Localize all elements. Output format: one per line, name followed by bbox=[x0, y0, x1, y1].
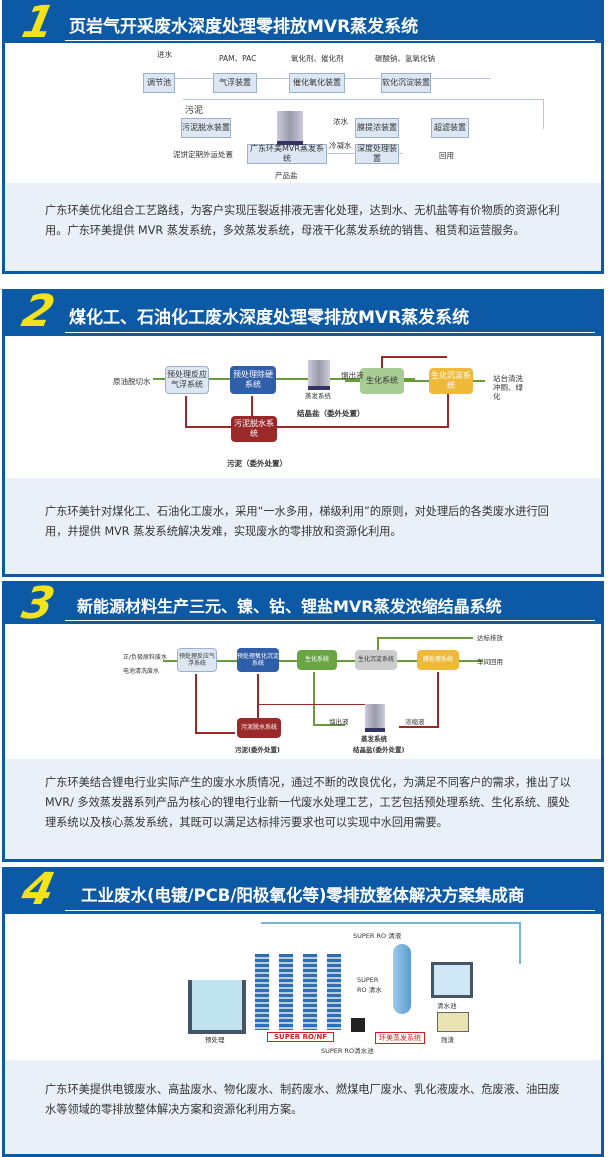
evaporator-vessel bbox=[393, 944, 411, 1014]
label-inflow-1: 正/负极原料废水 bbox=[123, 654, 168, 661]
label-pam: PAM、PAC bbox=[219, 54, 257, 63]
process-diagram: 正/负极原料废水 电池清洗废水 预处理反应气浮系统 预处理氧化沉淀系统 生化系统… bbox=[5, 624, 601, 758]
box-pretreat-flotation: 预处理反应气浮系统 bbox=[177, 648, 217, 672]
box-bio-sediment: 生化沉淀系统 bbox=[355, 650, 397, 670]
ro-module bbox=[255, 954, 269, 1030]
label-ro-clean: SUPER RO 清液 bbox=[353, 932, 402, 940]
section-title: 新能源材料生产三元、镍、钴、锂盐MVR蒸发浓缩结晶系统 bbox=[77, 597, 502, 616]
label-sludge: 污泥 bbox=[185, 106, 204, 116]
label-condensate: 冷凝水 bbox=[329, 141, 352, 150]
clear-water-tank bbox=[431, 962, 473, 998]
label-ro-pool: SUPER RO清水池 bbox=[321, 1047, 374, 1055]
evaporator-image bbox=[277, 111, 303, 145]
section-title: 工业废水(电镀/PCB/阳极氧化等)零排放整体解决方案集成商 bbox=[81, 886, 525, 905]
section-header: 4 工业废水(电镀/PCB/阳极氧化等)零排放整体解决方案集成商 bbox=[5, 864, 601, 915]
section-description: 广东环美优化组合工艺路线，为客户实现压裂返排液无害化处理，达到水、无机盐等有价物… bbox=[5, 183, 601, 271]
box-pretreat-flotation: 预处理反应气浮系统 bbox=[165, 366, 209, 394]
title-underline bbox=[65, 40, 595, 41]
label-outflow: 站台清洗冲厕、绿化 bbox=[493, 374, 523, 401]
section-header: 3 新能源材料生产三元、镍、钴、锂盐MVR蒸发浓缩结晶系统 bbox=[5, 578, 601, 629]
label-inflow: 原油脱切水 bbox=[113, 377, 151, 386]
box-sludge-dewater: 污泥脱水系统 bbox=[237, 718, 281, 738]
label-concentrate: 浓缩液 bbox=[405, 718, 425, 726]
box-membrane: 膜处理系统 bbox=[417, 650, 459, 670]
label-evap: 蒸发系统 bbox=[361, 735, 387, 743]
evaporator-image bbox=[365, 704, 385, 732]
label-residue: 残渣 bbox=[441, 1036, 454, 1044]
label-ro-water: SUPER RO 清水 bbox=[357, 976, 382, 994]
label-pretreatment: 预处理 bbox=[205, 1036, 225, 1044]
section-title: 煤化工、石油化工废水深度处理零排放MVR蒸发系统 bbox=[69, 308, 470, 328]
label-salt: 结晶盐(委外处置) bbox=[353, 746, 405, 754]
section-number: 2 bbox=[17, 286, 60, 337]
label-clear-pool: 清水池 bbox=[437, 1002, 457, 1010]
label-discharge: 达标排放 bbox=[477, 634, 503, 642]
box-biochem: 生化系统 bbox=[360, 368, 404, 394]
box-regulating-tank: 调节池 bbox=[143, 73, 175, 93]
section-4: 4 工业废水(电镀/PCB/阳极氧化等)零排放整体解决方案集成商 SUPER R… bbox=[2, 864, 604, 1157]
box-flotation: 气浮装置 bbox=[213, 73, 257, 93]
box-softening: 软化沉淀装置 bbox=[381, 73, 431, 93]
ro-module bbox=[279, 954, 293, 1030]
ro-module bbox=[327, 954, 341, 1030]
section-3: 3 新能源材料生产三元、镍、钴、锂盐MVR蒸发浓缩结晶系统 正/负极原料废水 电… bbox=[2, 578, 604, 862]
title-underline bbox=[65, 910, 595, 911]
label-sludge: 污泥（委外处置） bbox=[227, 459, 287, 468]
label-salt: 结晶盐（委外处置） bbox=[297, 409, 365, 418]
label-reuse: 回用 bbox=[439, 151, 454, 160]
label-sludge: 污泥(委外处置) bbox=[235, 746, 280, 754]
label-cake: 泥饼定期外运处置 bbox=[173, 150, 233, 159]
box-membrane: 膜提浓装置 bbox=[355, 118, 399, 138]
process-diagram: 原油脱切水 预处理反应气浮系统 预处理除硬系统 生化系统 生化沉淀系统 污泥脱水… bbox=[5, 336, 601, 478]
section-title: 页岩气开采废水深度处理零排放MVR蒸发系统 bbox=[69, 17, 419, 37]
truck-icon bbox=[437, 1012, 469, 1032]
pretreatment-tank bbox=[188, 980, 246, 1034]
section-number: 3 bbox=[17, 578, 60, 629]
label-salt: 产品盐 bbox=[275, 171, 298, 180]
section-description: 广东环美针对煤化工、石油化工废水，采用“一水多用，梯级利用”的原则，对处理后的各… bbox=[5, 478, 601, 574]
label-evap: 蒸发系统 bbox=[305, 392, 331, 400]
box-deep-treatment: 深度处理装置 bbox=[355, 144, 399, 164]
box-biochem: 生化系统 bbox=[297, 650, 337, 670]
title-underline bbox=[65, 620, 595, 621]
process-diagram: 进水 PAM、PAC 氧化剂、催化剂 碳酸钠、氢氧化钠 调节池 气浮装置 催化氧… bbox=[5, 43, 601, 183]
section-number: 4 bbox=[17, 864, 60, 915]
box-bio-sediment: 生化沉淀系统 bbox=[429, 368, 473, 394]
label-inflow: 进水 bbox=[157, 50, 172, 59]
section-header: 1 页岩气开采废水深度处理零排放MVR蒸发系统 bbox=[5, 0, 601, 48]
box-mvr: 广东环美MVR蒸发系统 bbox=[247, 144, 327, 164]
box-ultrafiltration: 超滤装置 bbox=[431, 118, 469, 138]
process-diagram: SUPER RO 清液 SUPER RO 清水 SUPER RO/NF 环美蒸发… bbox=[5, 914, 601, 1058]
section-2: 2 煤化工、石油化工废水深度处理零排放MVR蒸发系统 原油脱切水 预处理反应气浮… bbox=[2, 286, 604, 577]
label-inflow-2: 电池清洗废水 bbox=[123, 668, 160, 675]
label-soda: 碳酸钠、氢氧化钠 bbox=[375, 54, 435, 63]
ro-pipes bbox=[261, 922, 521, 964]
section-description: 广东环美结合锂电行业实际产生的废水水质情况，通过不断的改良优化，为满足不同客户的… bbox=[5, 759, 601, 859]
section-number: 1 bbox=[17, 0, 60, 48]
label-concentrate: 浓水 bbox=[333, 117, 348, 126]
box-catalytic-oxidation: 催化氧化装置 bbox=[289, 73, 345, 93]
section-description: 广东环美提供电镀废水、高盐废水、物化废水、制药废水、燃煤电厂废水、乳化液废水、危… bbox=[5, 1060, 601, 1154]
section-header: 2 煤化工、石油化工废水深度处理零排放MVR蒸发系统 bbox=[5, 286, 601, 337]
box-sludge-dewater: 污泥脱水系统 bbox=[231, 416, 277, 442]
evaporator-image bbox=[308, 360, 330, 390]
label-ro-nf: SUPER RO/NF bbox=[267, 1032, 335, 1042]
label-oxidant: 氧化剂、催化剂 bbox=[291, 54, 344, 63]
box-pretreat-hardness: 预处理除硬系统 bbox=[230, 366, 276, 394]
label-reuse: 车间回用 bbox=[477, 658, 503, 666]
section-1: 1 页岩气开采废水深度处理零排放MVR蒸发系统 进水 PAM、PAC 氧化剂、催… bbox=[2, 0, 604, 274]
label-distillate: 馏出液 bbox=[329, 718, 349, 726]
label-distillate: 馏出液 bbox=[341, 371, 364, 380]
title-underline bbox=[65, 332, 595, 333]
ro-module bbox=[303, 954, 317, 1030]
pool-box bbox=[351, 1018, 365, 1032]
box-pretreat-oxidation: 预处理氧化沉淀系统 bbox=[237, 648, 279, 672]
label-evap: 环美蒸发系统 bbox=[375, 1032, 425, 1044]
box-sludge-dewater: 污泥脱水装置 bbox=[181, 118, 231, 138]
